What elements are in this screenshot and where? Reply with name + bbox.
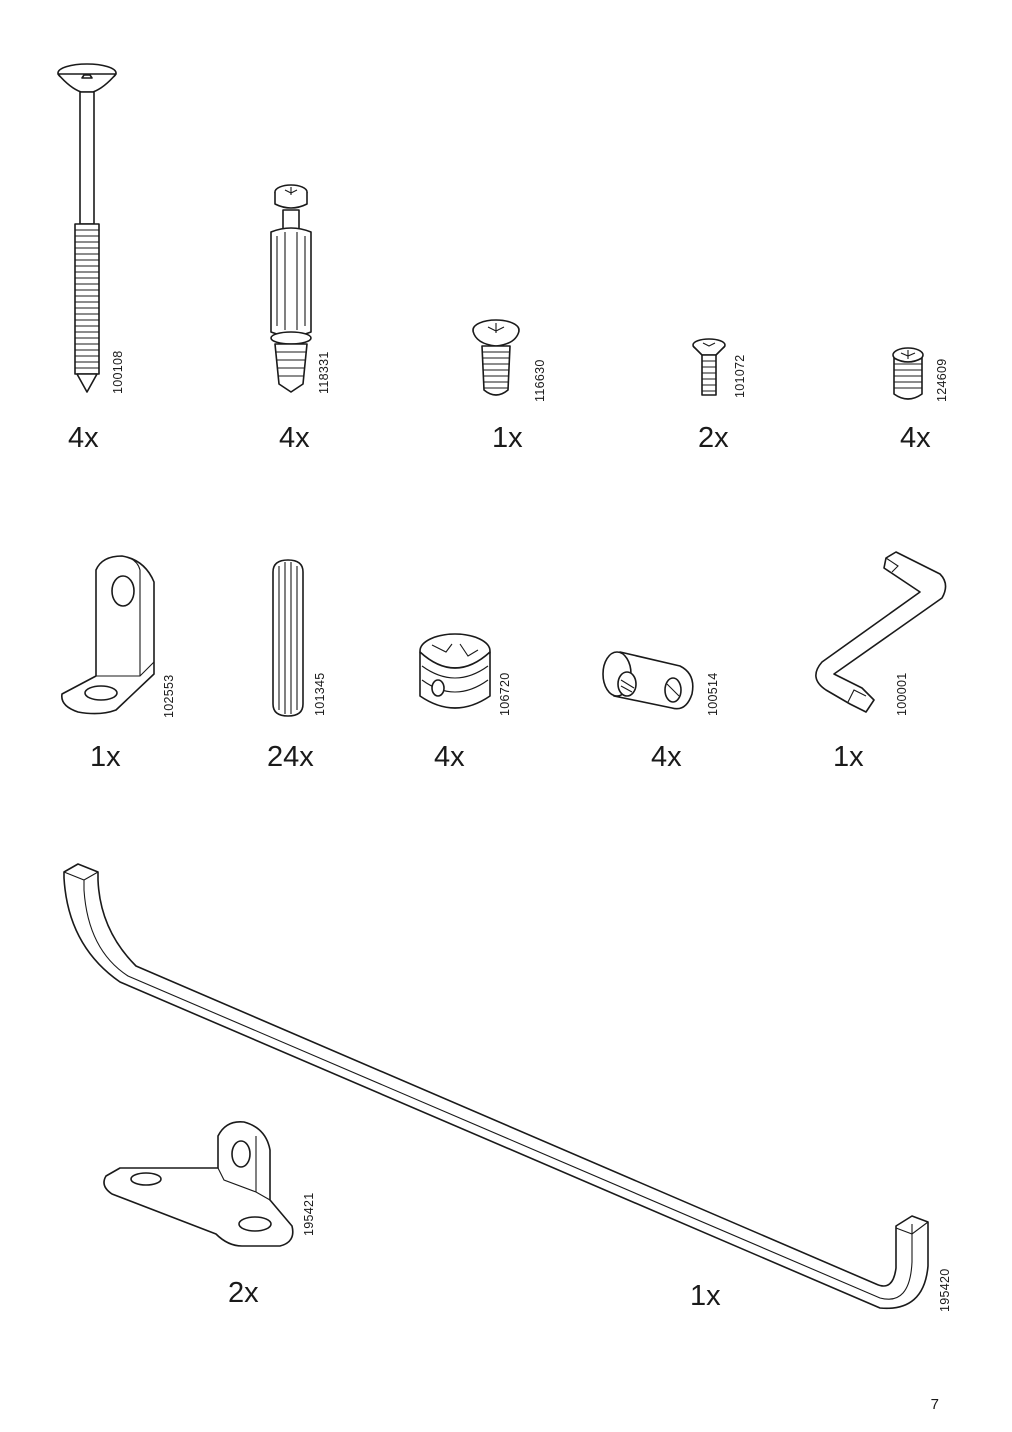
part-quantity: 1x <box>492 422 523 454</box>
part-quantity: 24x <box>267 741 314 773</box>
part-quantity: 1x <box>690 1280 721 1312</box>
part-quantity: 4x <box>68 422 99 454</box>
part-quantity: 4x <box>434 741 465 773</box>
page-number: 7 <box>930 1396 939 1413</box>
part-quantity: 2x <box>228 1277 259 1309</box>
part-quantity: 4x <box>651 741 682 773</box>
part-quantity: 1x <box>833 741 864 773</box>
part-code: 195421 <box>302 1192 316 1236</box>
part-quantity: 4x <box>279 422 310 454</box>
part-quantity: 4x <box>900 422 931 454</box>
part-quantity: 2x <box>698 422 729 454</box>
part-quantity: 1x <box>90 741 121 773</box>
